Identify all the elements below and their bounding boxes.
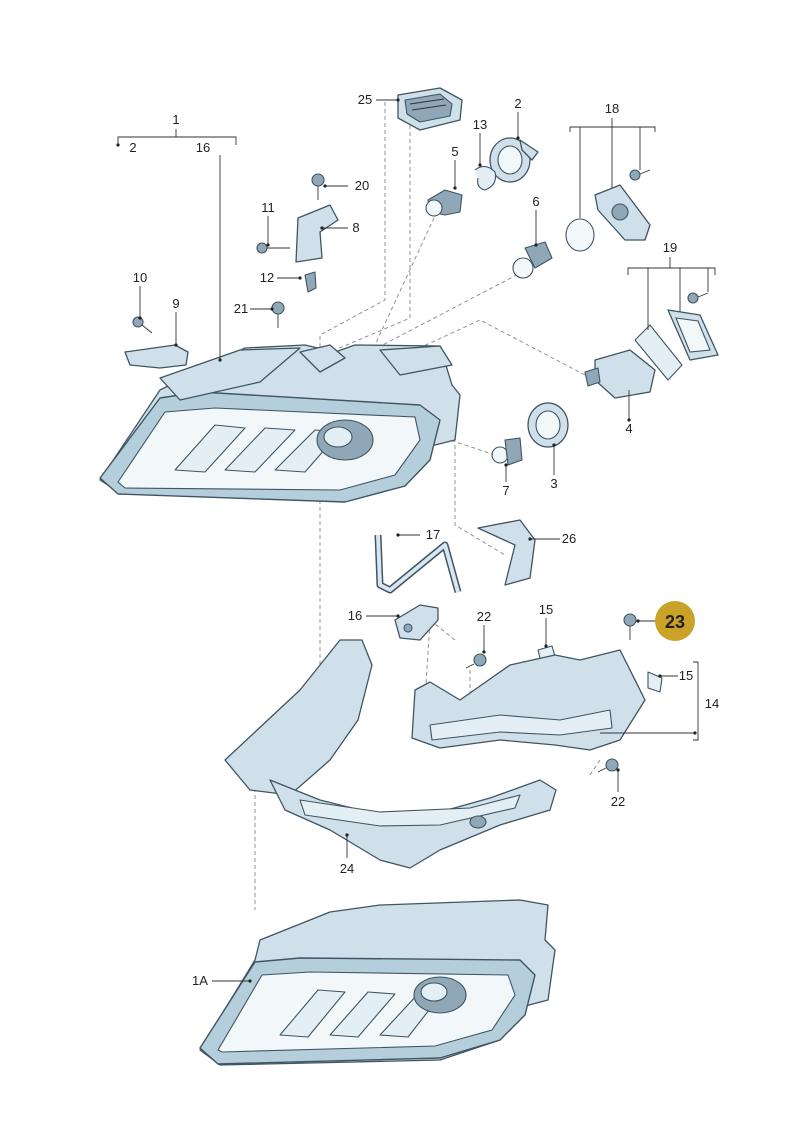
- label-21: 21: [234, 301, 248, 316]
- label-2: 2: [514, 96, 521, 111]
- label-9: 9: [172, 296, 179, 311]
- highlight-callout-23[interactable]: 23: [655, 601, 695, 641]
- label-3: 3: [550, 476, 557, 491]
- highlight-badge: [655, 601, 695, 641]
- headlight-assembly: [99, 344, 461, 503]
- part-24-bracket: [224, 639, 557, 869]
- screws: [132, 169, 709, 773]
- label-11: 11: [261, 200, 275, 215]
- label-8: 8: [352, 220, 359, 235]
- part-3-ring: [527, 402, 569, 448]
- label-6: 6: [532, 194, 539, 209]
- label-20: 20: [355, 178, 369, 193]
- label-2: 2: [129, 140, 136, 155]
- label-26: 26: [562, 531, 576, 546]
- label-17: 17: [426, 527, 440, 542]
- part-7-bulb: [491, 437, 523, 466]
- part-5-bulb: [425, 189, 463, 217]
- label-22: 22: [611, 794, 625, 809]
- label-5: 5: [451, 144, 458, 159]
- part-25-connector: [397, 87, 463, 131]
- part-16-nozzle: [394, 604, 439, 641]
- callout-labels: 1 2 16 25 2 13 5 18 6 20 11 8 19 12 10 2…: [129, 92, 719, 988]
- label-25: 25: [358, 92, 372, 107]
- label-7: 7: [502, 483, 509, 498]
- part-13-spring-clip: [474, 165, 497, 191]
- part-9-clip: [124, 344, 189, 369]
- part-2-bulb-ring: [489, 137, 539, 183]
- label-19: 19: [663, 240, 677, 255]
- part-8-bracket: [295, 204, 339, 263]
- part-15-clip: [647, 671, 663, 693]
- part-6-bulb: [512, 241, 553, 279]
- label-16: 16: [196, 140, 210, 155]
- part-19-cover: [634, 309, 719, 381]
- label-18: 18: [605, 101, 619, 116]
- label-23: 23: [665, 612, 685, 632]
- part-18-cover: [565, 184, 651, 252]
- label-15: 15: [539, 602, 553, 617]
- label-13: 13: [473, 117, 487, 132]
- part-4-motor: [584, 349, 656, 399]
- label-14: 14: [705, 696, 719, 711]
- label-1a: 1A: [192, 973, 208, 988]
- label-12: 12: [260, 270, 274, 285]
- label-24: 24: [340, 861, 354, 876]
- label-10: 10: [133, 270, 147, 285]
- headlight-assembly-1a: [199, 899, 556, 1066]
- label-1: 1: [172, 112, 179, 127]
- label-15: 15: [679, 668, 693, 683]
- label-16: 16: [348, 608, 362, 623]
- label-4: 4: [625, 421, 632, 436]
- leader-lines: [117, 99, 716, 982]
- label-22: 22: [477, 609, 491, 624]
- part-26-cover: [477, 519, 536, 586]
- leader-dots: [116, 98, 697, 983]
